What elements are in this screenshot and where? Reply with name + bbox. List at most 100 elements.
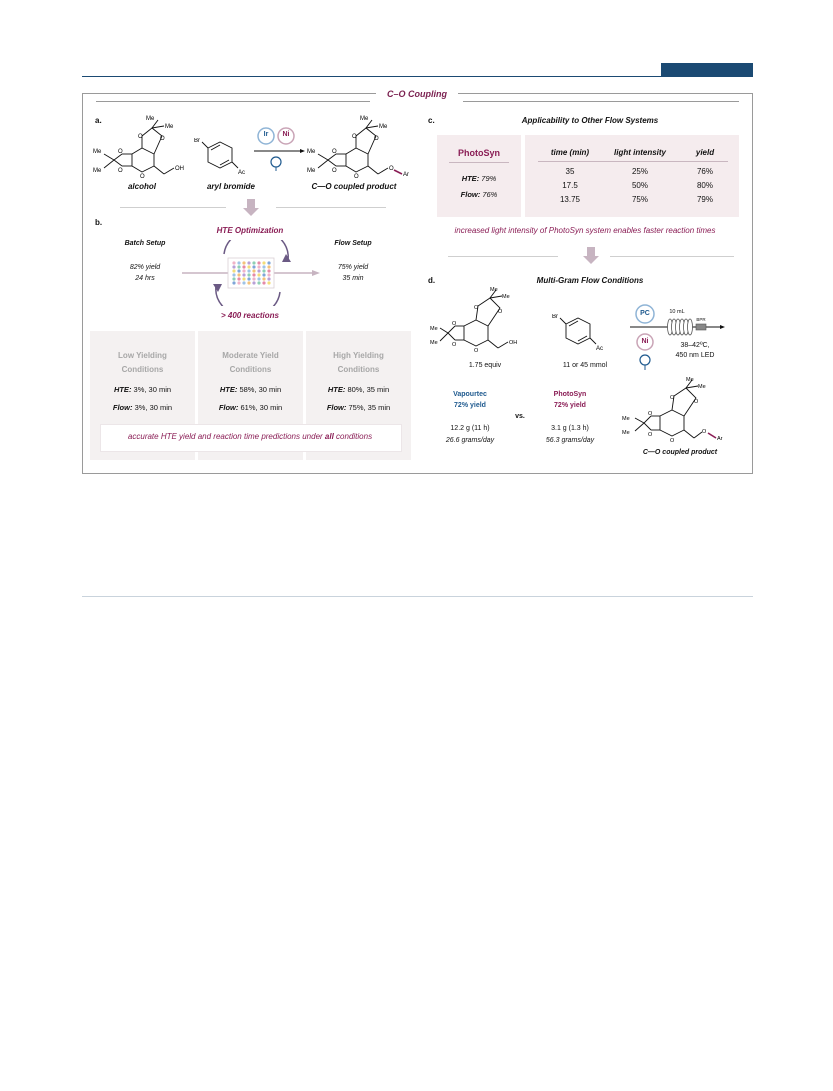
plate-well [257,261,261,265]
panel-c-separator-left [448,256,558,257]
plate-well [242,261,246,265]
d-product-o-ether: O [702,429,707,435]
panel-d-title: Multi-Gram Flow Conditions [536,276,644,285]
plate-well [242,265,246,269]
panel-a-separator-right [276,207,386,208]
plate-well [237,265,241,269]
panel-b-label: b. [95,218,103,227]
plate-well [257,265,261,269]
product-caption-d: C—O coupled product [642,449,718,456]
panel-d-label: d. [428,276,436,285]
bpr-label: BPR [696,317,706,322]
photosyn-divider [449,162,509,163]
low-title-line2: Conditions [121,365,164,374]
moderate-hte-row: HTE: 58%, 30 min [198,385,303,394]
plate-well [242,269,246,273]
photosyn-hte-row: HTE: 79% [437,174,521,183]
panel-a-separator-left [120,207,226,208]
plate-well [267,273,271,277]
aryl-bromide-caption: aryl bromide [206,182,255,191]
aryl-bromide-structure-d: Br Ac [552,314,603,352]
plate-wells [232,261,271,285]
aryl-bromide-structure: Br Ac [194,138,245,176]
d-product-o-2: O [694,399,699,405]
flow-reactor-schematic [630,304,725,370]
plate-well [267,261,271,265]
plate-well [267,277,271,281]
product-structure: Me Me O O O O O Me Me O Ar [307,116,409,180]
plate-well [252,269,256,273]
vapourtec-rate: 26.6 grams/day [445,437,495,444]
hte-plate-graphic [182,240,320,306]
plate-well [247,281,251,285]
high-flow-row: Flow: 75%, 35 min [306,403,411,412]
d-alcohol-me-3: Me [430,326,438,332]
product-o-2: O [374,136,379,142]
product-me-4: Me [307,168,316,174]
conditions-table-box [525,135,739,217]
section-rule [82,596,753,597]
plate-well [262,273,266,277]
moderate-title-line1: Moderate Yield [222,351,279,360]
alcohol-o-4: O [118,168,123,174]
batch-time: 24 hrs [135,275,155,282]
plate-well [237,277,241,281]
flow-time: 35 min [342,275,364,282]
d-alcohol-o-2: O [498,309,503,315]
moderate-hte-label: HTE: [219,385,238,394]
alcohol-o-3: O [118,149,123,155]
d-alcohol-me-1: Me [490,287,498,293]
plate-well [237,269,241,273]
d-product-me-1: Me [686,377,694,383]
product-o-3: O [332,149,337,155]
low-condition-title: Low Yielding Conditions [90,349,195,377]
plate-well [247,273,251,277]
plate-well [257,273,261,277]
light-intensity-note: increased light intensity of PhotoSyn sy… [454,226,716,235]
table-cell: 13.75 [559,195,581,204]
d-product-o-1: O [670,395,675,401]
d-alcohol-o-3: O [452,321,457,327]
plate-well [247,269,251,273]
plate-well [252,261,256,265]
panel-c-separator-right [610,256,734,257]
plate-well [257,277,261,281]
plate-well [232,269,236,273]
plate-well [232,265,236,269]
d-product-me-4: Me [622,430,630,436]
alcohol-structure: Me Me O O O O O Me Me OH [93,116,184,180]
plate-well [262,281,266,285]
plate-well [247,277,251,281]
vapourtec-amount: 12.2 g (11 h) [450,425,490,432]
alcohol-o-ring: O [140,174,145,180]
hte-accuracy-note: accurate HTE yield and reaction time pre… [100,432,400,441]
photosyn-box [437,135,521,217]
plate-well [232,277,236,281]
plate-well [237,281,241,285]
flow-setup-title: Flow Setup [334,240,372,247]
moderate-flow-row: Flow: 61%, 30 min [198,403,303,412]
table-cell: 25% [631,167,648,176]
plate-well [237,273,241,277]
moderate-flow-value: 61%, 30 min [240,403,283,412]
plate-well [267,269,271,273]
product-me-1: Me [360,116,369,122]
table-cell: 50% [631,181,648,190]
table-cell: 79% [696,195,713,204]
d-alcohol-me-4: Me [430,340,438,346]
down-arrow-a [243,199,259,216]
d-alcohol-oh: OH [509,340,517,346]
plate-well [262,261,266,265]
reaction-temperature: 38–42ºC, [680,342,710,349]
product-o-ether: O [389,166,394,172]
low-flow-label: Flow: [112,403,133,412]
note-text-post: conditions [333,432,373,441]
flow-yield: 75% yield [337,264,369,271]
led-wavelength: 450 nm LED [675,352,715,359]
plate-well [267,265,271,269]
plate-well [257,269,261,273]
low-hte-label: HTE: [113,385,132,394]
table-cell: 35 [565,167,575,176]
alcohol-me-4: Me [93,168,102,174]
plate-well [247,261,251,265]
